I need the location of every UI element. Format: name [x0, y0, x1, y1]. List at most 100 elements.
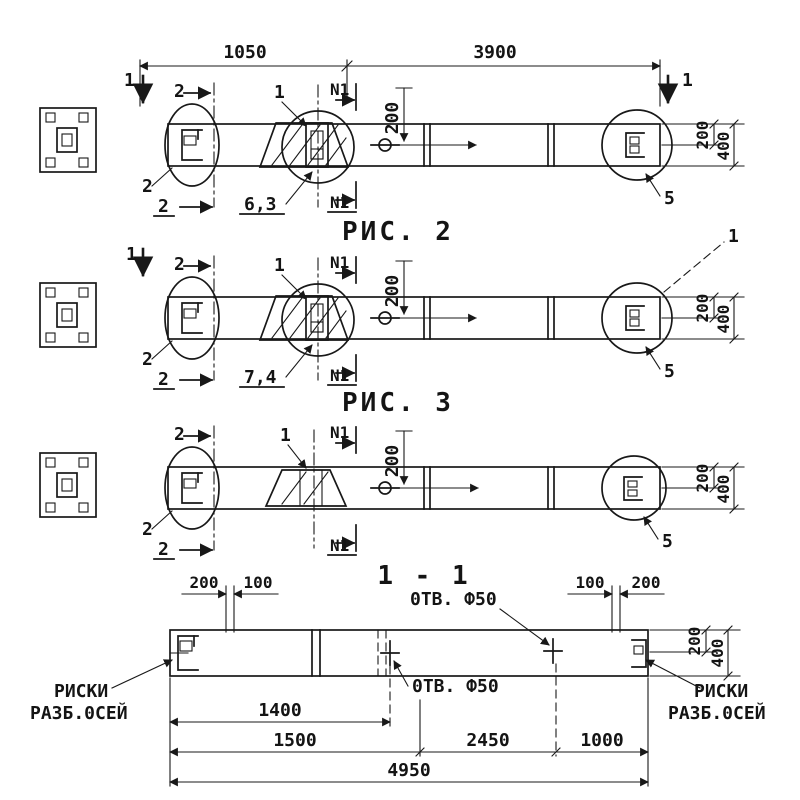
- dim-4950: 4950: [387, 760, 430, 781]
- gusset-plate: [258, 122, 350, 168]
- section-line-2-2: [151, 82, 215, 217]
- leader-label-2: 2: [142, 519, 153, 540]
- riski-left-line2: РАЗБ.0СЕЙ: [30, 702, 128, 724]
- cut-label-1-left: 1: [124, 70, 135, 91]
- mid-200-dimension: [395, 430, 413, 485]
- dim-200-right: 200: [693, 294, 712, 323]
- plate-callout-circle: [281, 283, 355, 357]
- cut-leader-right: [663, 241, 725, 293]
- right-height-dimensions: [661, 462, 745, 514]
- right-end-bracket: [625, 132, 645, 158]
- beam-figure-2: 1050 3900 1 1 2 2 2: [124, 42, 745, 217]
- beam-outline: [167, 123, 661, 167]
- figure-2-caption: РИС. 2: [342, 217, 454, 247]
- beam-row-3: 2 2 2 1 N1 N1 200: [142, 423, 745, 560]
- end-leader-5: [643, 516, 659, 540]
- plate-label-1: 1: [274, 255, 285, 276]
- dim-200-right: 200: [693, 121, 712, 150]
- edge-dims-right: [567, 585, 665, 633]
- dim-400-right: 400: [708, 639, 727, 668]
- n1-label-top: N1: [330, 253, 349, 272]
- n1-marks: [327, 426, 357, 556]
- end-leader-5: [645, 346, 661, 370]
- section-label-2-bottom: 2: [158, 539, 169, 560]
- end-leader-5: [645, 173, 661, 197]
- leader-label-2: 2: [142, 176, 153, 197]
- section-beam-outline: [169, 629, 649, 677]
- dim-400-right: 400: [714, 305, 733, 334]
- dim-200-edge-left: 200: [190, 573, 219, 592]
- hole-right: [543, 638, 563, 664]
- left-end-bracket: [181, 302, 203, 334]
- end-label-5: 5: [664, 188, 675, 209]
- riski-right-line1: РИСКИ: [694, 681, 748, 702]
- bottom-dimensions: [169, 663, 649, 787]
- section-label-2-bottom: 2: [158, 196, 169, 217]
- break-marks: [423, 296, 555, 340]
- dim-1400: 1400: [258, 700, 301, 721]
- n1-label-top: N1: [330, 423, 349, 442]
- leader-label-2: 2: [142, 349, 153, 370]
- beam-outline: [167, 466, 661, 510]
- dim-2450: 2450: [466, 730, 509, 751]
- mid-200-dimension: [395, 87, 413, 142]
- left-end-callout-circle: [164, 276, 220, 360]
- weld-label-63: 6,3: [244, 194, 277, 215]
- riski-right-leader: [645, 659, 701, 689]
- top-dimension: [139, 59, 661, 107]
- cut-label-1-right: 1: [682, 70, 693, 91]
- hole-label-bottom: 0ТВ. Ф50: [412, 676, 499, 697]
- mid-200-dimension: [395, 260, 413, 315]
- break-marks: [423, 466, 555, 510]
- dim-200-mid: 200: [382, 102, 403, 135]
- dim-1050: 1050: [223, 42, 266, 63]
- dim-400-right: 400: [714, 475, 733, 504]
- riski-right-line2: РАЗБ.0СЕЙ: [668, 702, 766, 724]
- n1-label-bottom: N1: [330, 193, 349, 212]
- right-height-dimensions: [661, 119, 745, 171]
- end-label-5: 5: [662, 531, 673, 552]
- dim-100-edge-left: 100: [244, 573, 273, 592]
- cross-section-view-2: [39, 282, 97, 348]
- section-line-2-2: [151, 425, 215, 560]
- section-label-2-top: 2: [174, 254, 185, 275]
- n1-marks: [327, 256, 357, 386]
- plate-label-1: 1: [274, 82, 285, 103]
- left-end-bracket: [181, 129, 203, 161]
- figure-3-caption: РИС. 3: [342, 388, 454, 418]
- plate-leader: [281, 274, 307, 300]
- right-end-bracket: [623, 476, 643, 501]
- plate-leader: [287, 444, 307, 469]
- end-label-5: 5: [664, 361, 675, 382]
- riski-left-line1: РИСКИ: [54, 681, 108, 702]
- dim-200-right: 200: [685, 627, 704, 656]
- section-label-2-top: 2: [174, 81, 185, 102]
- edge-dims-left: [181, 585, 279, 633]
- weld-leader: [285, 344, 313, 378]
- dim-200-mid: 200: [382, 275, 403, 308]
- weld-leader: [285, 171, 313, 205]
- dim-200-edge-right: 200: [632, 573, 661, 592]
- axis-target: [370, 138, 477, 152]
- dim-200-mid: 200: [382, 445, 403, 478]
- cut-label-1-right: 1: [728, 226, 739, 247]
- section-1-1-caption: 1 - 1: [377, 561, 470, 591]
- right-end-bracket: [631, 639, 647, 668]
- beam-outline: [167, 296, 661, 340]
- weld-label-74: 7,4: [244, 367, 277, 388]
- n1-label-bottom: N1: [330, 536, 349, 555]
- dim-100-edge-right: 100: [576, 573, 605, 592]
- break-marks: [423, 123, 555, 167]
- dim-400-right: 400: [714, 132, 733, 161]
- n1-label-bottom: N1: [330, 366, 349, 385]
- hole-label-top: 0ТВ. Ф50: [410, 589, 497, 610]
- right-end-callout-circle: [601, 455, 667, 521]
- gusset-plate: [258, 295, 350, 341]
- gusset-plate: [264, 469, 348, 507]
- dim-1500: 1500: [273, 730, 316, 751]
- dim-3900: 3900: [473, 42, 516, 63]
- beam-figure-3: 1 1 2 2 2: [126, 226, 745, 390]
- right-height-dimensions: [649, 625, 741, 681]
- left-end-bracket: [169, 635, 199, 671]
